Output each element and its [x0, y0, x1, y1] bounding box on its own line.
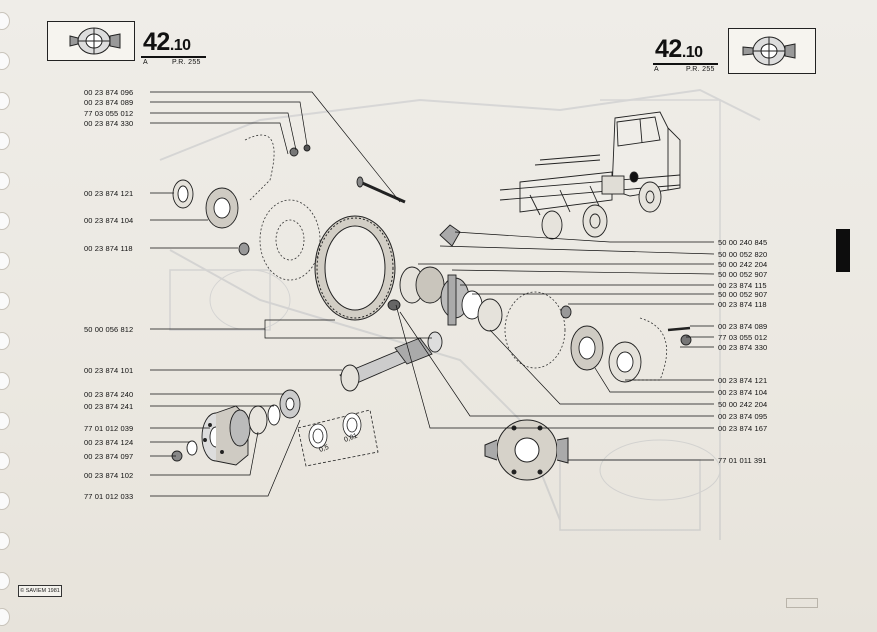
section-code-sub: .10: [169, 37, 191, 54]
section-letter-left: A: [143, 59, 148, 66]
section-code-main: 42: [143, 28, 170, 56]
shim-label: 0,01: [343, 433, 358, 444]
part-number-label: 50 00 052 820: [718, 250, 768, 259]
part-number-label: 00 23 874 118: [718, 300, 767, 309]
leader-line: [150, 112, 297, 151]
part-number-label: 00 23 874 104: [718, 388, 768, 397]
bolt-assembly: [289, 144, 406, 204]
section-code-main: 42: [655, 35, 682, 63]
part-number-label: 77 01 012 033: [84, 492, 134, 501]
leader-line: [439, 245, 715, 255]
differential-thumbnail-right: [728, 28, 816, 74]
part-number-label: 77 01 011 391: [718, 456, 767, 465]
part-number-label: 00 23 874 089: [718, 322, 768, 331]
leader-line: [150, 122, 289, 155]
part-number-label: 00 23 874 240: [84, 390, 134, 399]
differential-housing: [244, 134, 667, 381]
differential-case-assembly: [484, 419, 569, 481]
pinion-flange-assembly: [171, 389, 301, 466]
part-number-label: 00 23 874 115: [718, 281, 767, 290]
part-number-label: 00 23 874 095: [718, 412, 768, 421]
part-number-label: 77 01 012 039: [84, 424, 134, 433]
part-number-label: 00 23 874 097: [84, 452, 134, 461]
leader-line: [489, 329, 714, 405]
part-number-label: 00 23 874 102: [84, 471, 134, 480]
part-number-label: 00 23 874 330: [718, 343, 768, 352]
section-code-right: 42.10: [655, 35, 703, 64]
part-number-label: 00 23 874 330: [84, 119, 134, 128]
differential-thumbnail-icon: [742, 36, 796, 66]
leader-line: [150, 419, 301, 497]
pr-ref-left: P.R. 255: [172, 59, 201, 66]
pinion-shaft: [339, 331, 443, 392]
part-number-label: 00 23 874 241: [84, 402, 134, 411]
part-number-label: 00 23 874 101: [84, 366, 134, 375]
bearing-left: [172, 179, 250, 256]
part-number-label: 50 00 056 812: [84, 325, 134, 334]
part-number-label: 50 00 052 907: [718, 290, 768, 299]
part-number-label: 00 23 874 096: [84, 88, 134, 97]
corner-stamp: [786, 598, 818, 608]
differential-thumbnail-left: [47, 21, 135, 61]
part-number-label: 50 00 242 204: [718, 400, 768, 409]
section-code-left: 42.10: [143, 28, 191, 57]
part-number-label: 00 23 874 118: [84, 244, 133, 253]
leader-line: [454, 231, 714, 243]
section-code-sub: .10: [681, 44, 703, 61]
differential-thumbnail-icon: [69, 27, 121, 55]
section-index-tab: [836, 229, 850, 272]
differential-gears: [387, 224, 572, 332]
header-rule-left: [141, 56, 206, 58]
leader-lines: [150, 91, 715, 497]
part-number-label: 77 03 055 012: [718, 333, 768, 342]
bearing-right: [570, 325, 692, 383]
part-number-label: 50 00 052 907: [718, 270, 768, 279]
part-number-label: 00 23 874 121: [84, 189, 134, 198]
truck-illustration: [499, 111, 681, 240]
pr-ref-right: P.R. 255: [686, 66, 715, 73]
copyright-stamp: © SAVIEM 1981: [18, 585, 62, 597]
part-number-label: 00 23 874 124: [84, 438, 134, 447]
part-number-label: 00 23 874 089: [84, 98, 134, 107]
leader-line: [150, 319, 335, 330]
leader-line: [264, 329, 432, 339]
binding-holes: [0, 0, 14, 632]
part-number-label: 77 03 055 012: [84, 109, 134, 118]
leader-line: [395, 304, 714, 429]
part-number-label: 50 00 242 204: [718, 260, 768, 269]
part-number-label: 00 23 874 104: [84, 216, 134, 225]
part-number-label: 00 23 874 167: [718, 424, 768, 433]
leader-line: [150, 431, 259, 476]
crown-wheel: [314, 215, 396, 321]
shim-label: 0,5: [318, 444, 330, 454]
leader-line: [451, 269, 715, 275]
part-number-label: 50 00 240 845: [718, 238, 768, 247]
header-rule-right: [653, 63, 718, 65]
shim-box: [297, 409, 379, 467]
leader-line: [150, 91, 401, 203]
part-number-label: 00 23 874 121: [718, 376, 768, 385]
leader-line: [399, 311, 714, 417]
leader-line: [150, 101, 308, 146]
leader-line: [594, 367, 714, 393]
section-letter-right: A: [654, 66, 659, 73]
